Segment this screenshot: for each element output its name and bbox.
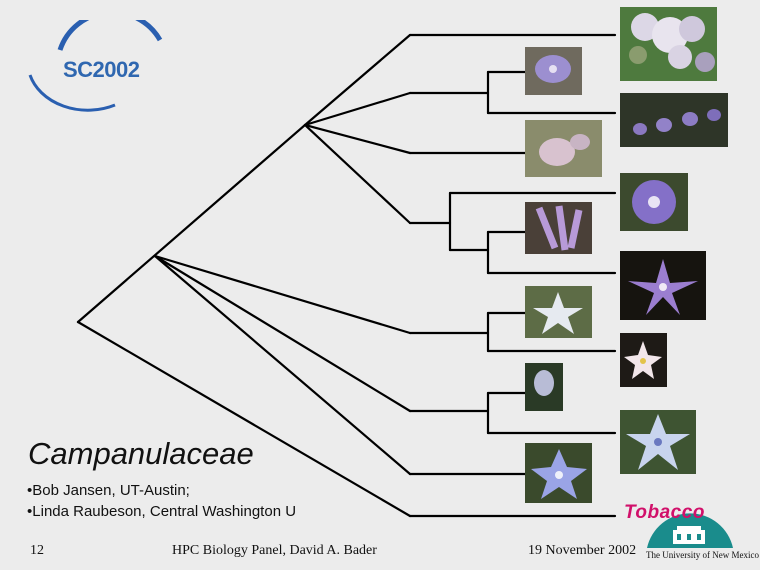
flower-image-12: [525, 443, 592, 503]
footer-center-text: HPC Biology Panel, David A. Bader: [172, 543, 377, 558]
flower-image-2: [525, 47, 582, 95]
flower-image-11: [620, 410, 696, 474]
flower-image-5: [620, 173, 688, 231]
credits-list: Bob Jansen, UT-Austin; Linda Raubeson, C…: [27, 480, 296, 522]
outgroup-label: Tobacco: [624, 502, 705, 523]
footer-date: 19 November 2002: [528, 543, 637, 558]
unm-logo-arc: [647, 513, 733, 548]
flower-image-6: [525, 202, 592, 254]
credit-item: Linda Raubeson, Central Washington U: [27, 501, 296, 522]
flower-image-4: [525, 120, 602, 177]
flower-image-1: [620, 7, 717, 81]
flower-image-8: [525, 286, 592, 338]
credit-item: Bob Jansen, UT-Austin;: [27, 480, 296, 501]
flower-image-9: [620, 333, 667, 387]
slide-title: Campanulaceae: [28, 436, 254, 471]
university-name: The University of New Mexico: [646, 550, 759, 560]
sc2002-logo-text: SC2002: [63, 57, 140, 82]
page-number: 12: [30, 543, 44, 558]
flower-image-10: [525, 363, 563, 411]
flower-image-3: [620, 93, 728, 147]
flower-image-7: [620, 251, 706, 320]
sc2002-logo: [28, 20, 163, 112]
